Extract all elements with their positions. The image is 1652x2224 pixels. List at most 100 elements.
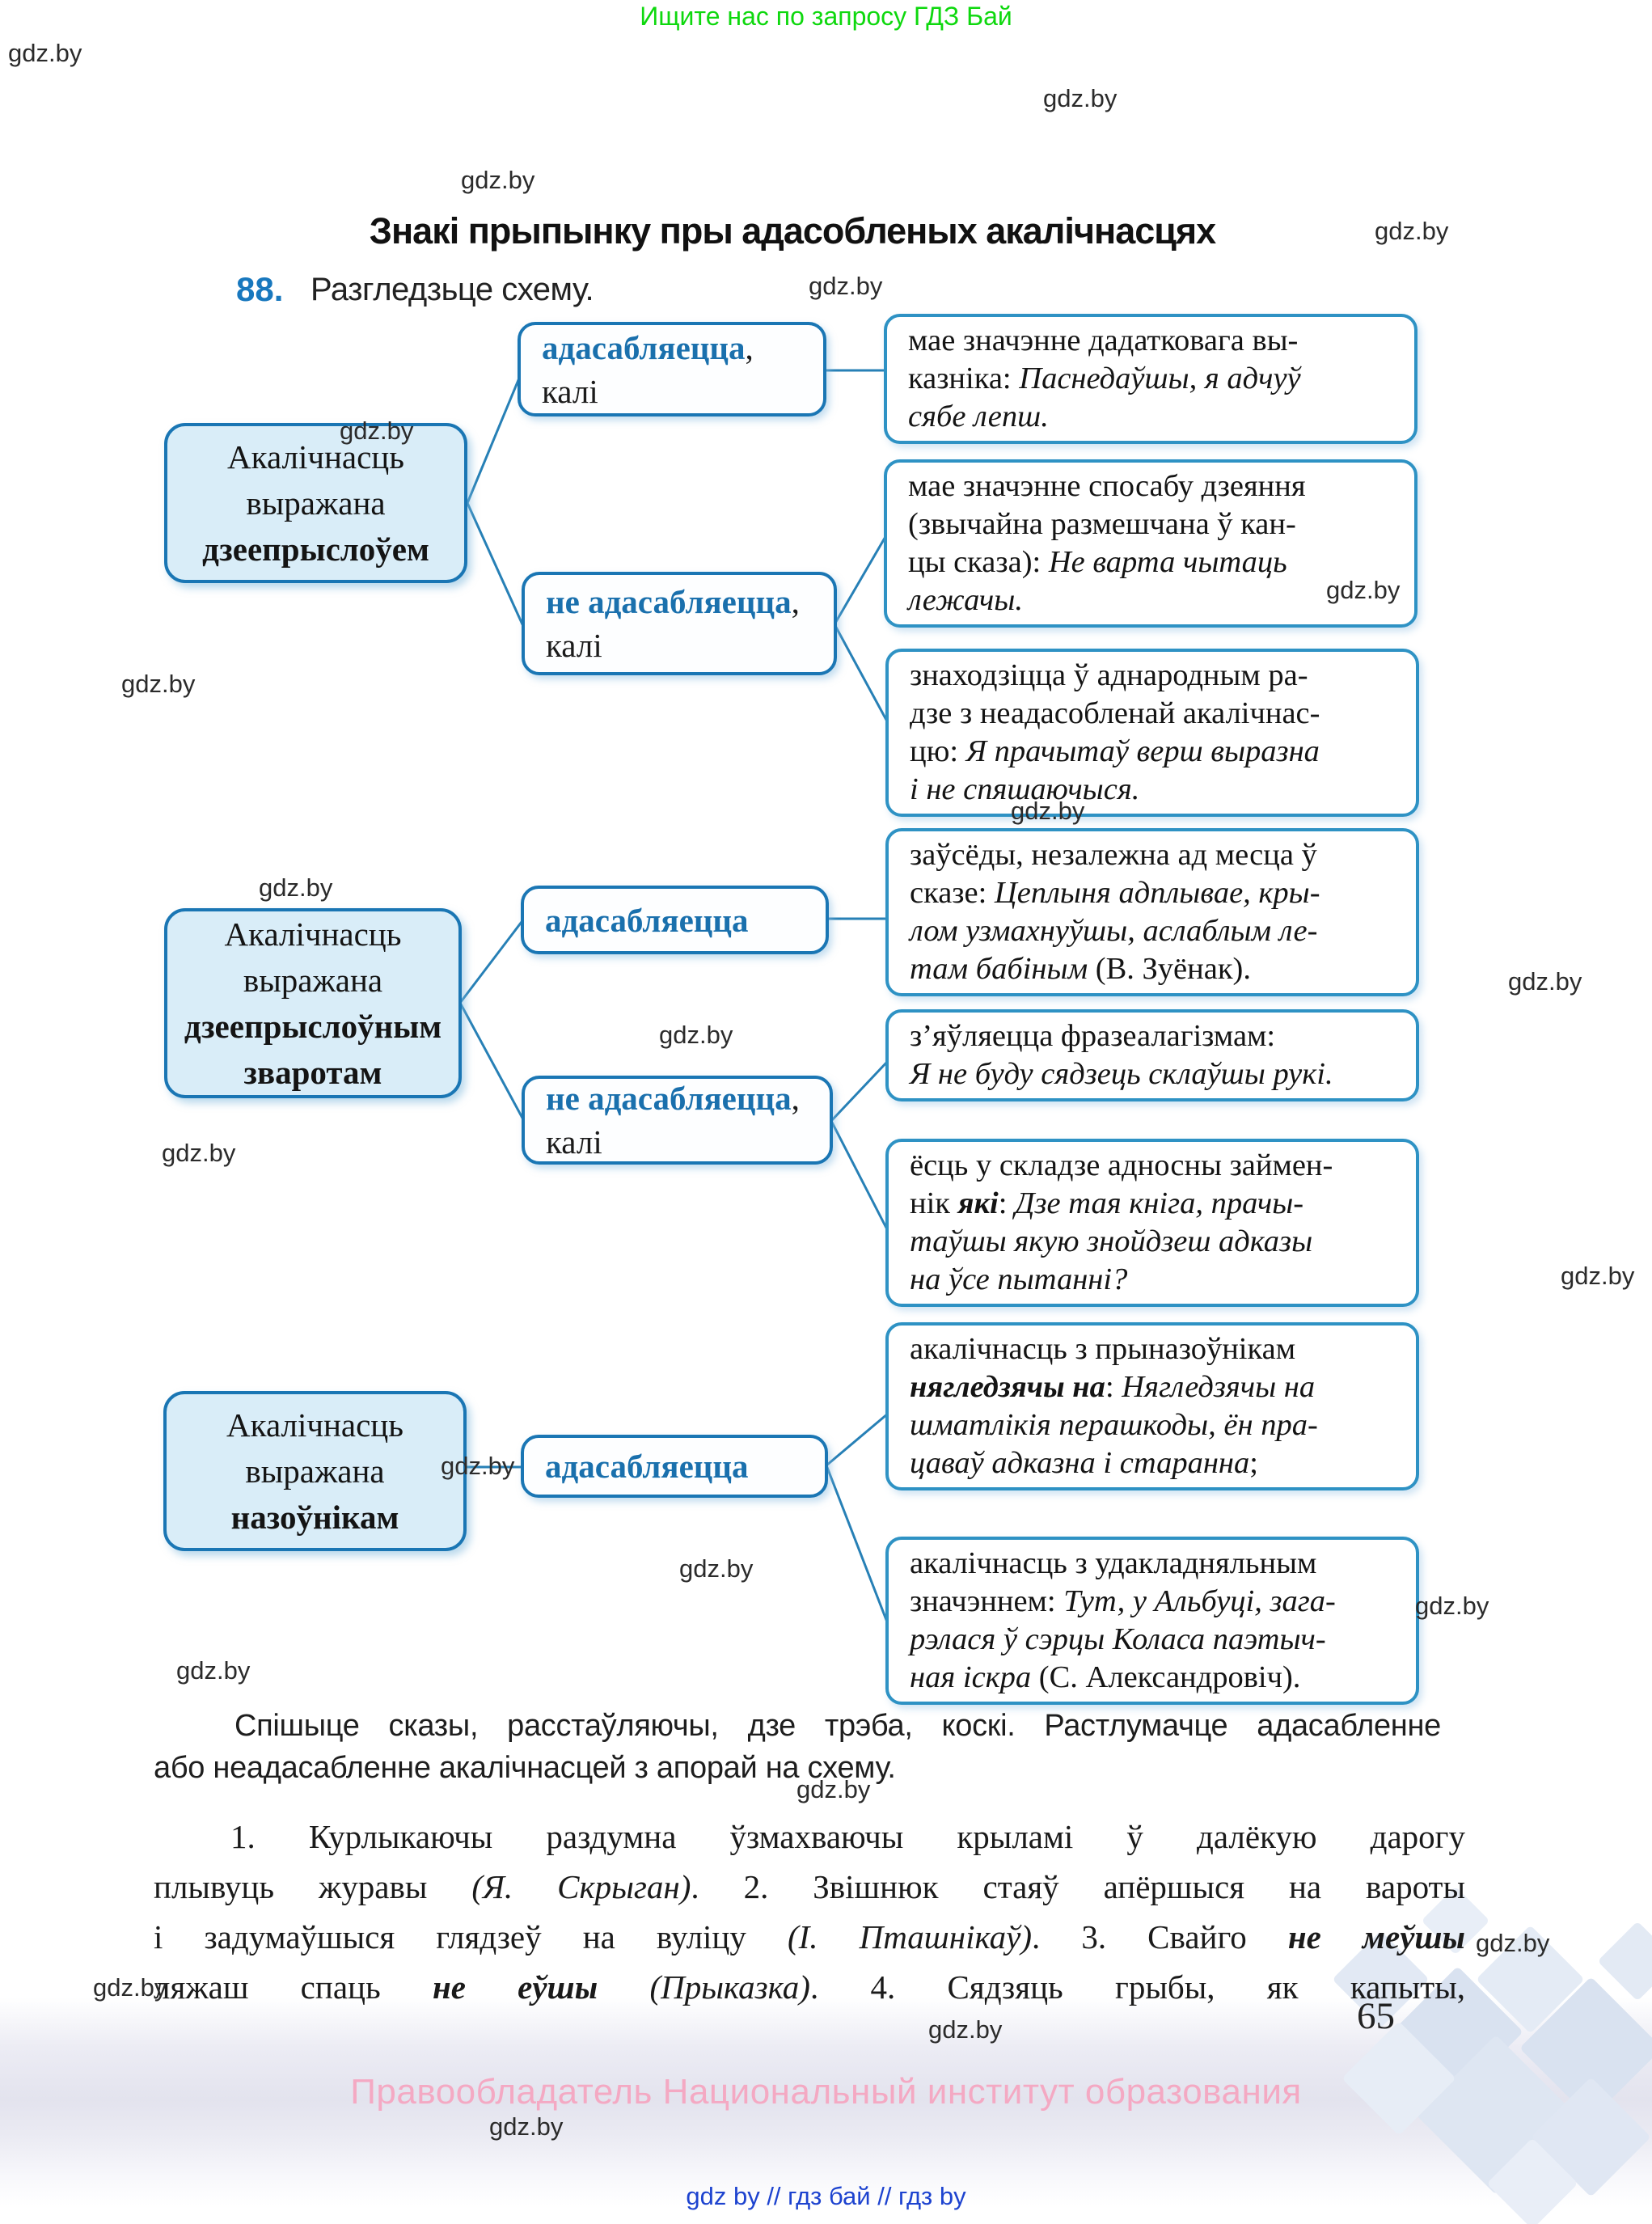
text-line: Акалічнасць xyxy=(226,1406,403,1444)
right-box-rule-4: заўсёды, незалежна ад месца ў сказе: Цепл… xyxy=(885,828,1419,996)
right-box-rule-5: з’яўляецца фразеалагізмам: Я не буду сядз… xyxy=(885,1009,1419,1101)
page-title: Знакі прыпынку пры адасобленых акалічнас… xyxy=(369,210,1216,252)
text-line: таўшы якую знойдзеш адказы xyxy=(910,1224,1313,1258)
text-line: на ўсе пытанні? xyxy=(910,1262,1128,1296)
exercise-number: 88. xyxy=(236,270,284,308)
text-line: шматлікія перашкоды, ён пра- xyxy=(910,1408,1318,1442)
exercise-sentences: 1. Курлыкаючы раздумна ўзмахваючы крылам… xyxy=(154,1812,1465,2012)
text-line: сябе лепш. xyxy=(908,400,1049,433)
text-line: нік які: Дзе тая кніга, прачы- xyxy=(910,1186,1304,1220)
text-line: выражана xyxy=(245,1452,385,1490)
text-line: там бабіным (В. Зуёнак). xyxy=(910,952,1251,986)
text-line: плывуць журавы (Я. Скрыган). 2. Звішнюк … xyxy=(154,1868,1465,1905)
exercise-task: Разгледзьце схему. xyxy=(311,272,594,307)
text-line: або неадасабленне акалічнасцей з апорай … xyxy=(154,1751,896,1785)
gdz-watermark: gdz.by xyxy=(441,1452,515,1480)
text-line: адасабляецца, xyxy=(542,328,754,366)
gdz-watermark: gdz.by xyxy=(121,670,196,698)
gdz-watermark: gdz.by xyxy=(1043,84,1118,112)
text-line: заўсёды, незалежна ад месца ў xyxy=(910,838,1317,872)
text-line: знаходзіцца ў аднародным ра- xyxy=(910,658,1308,692)
promo-banner: Ищите нас по запросу ГДЗ Бай xyxy=(640,2,1012,31)
text-line: цаваў адказна і старанна; xyxy=(910,1446,1258,1480)
right-box-rule-6: ёсць у складзе адносны займен-нік які: Д… xyxy=(885,1139,1419,1307)
left-box-participial-phrase: Акалічнасць выражана дзеепрыслоўным зварота… xyxy=(164,908,462,1098)
text-line: ная іскра (С. Александровіч). xyxy=(910,1660,1301,1694)
gdz-watermark: gdz.by xyxy=(1011,797,1085,825)
gdz-watermark: gdz.by xyxy=(162,1139,236,1167)
left-box-noun: Акалічнасць выражана назоўнікам xyxy=(163,1391,467,1551)
gdz-watermark: gdz.by xyxy=(176,1656,251,1685)
text-line: дзеепрыслоўем xyxy=(202,530,429,568)
text-line: адасабляецца xyxy=(545,1448,749,1485)
text-line: Акалічнасць xyxy=(227,438,404,476)
text-line: Я не буду сядзець склаўшы рукі. xyxy=(910,1057,1333,1091)
gdz-watermark: gdz.by xyxy=(489,2112,564,2141)
gdz-watermark: gdz.by xyxy=(928,2015,1003,2044)
mid-box-not-separated-2: не адасабляецца, калі xyxy=(522,1076,833,1165)
mid-box-separated-2: адасабляецца xyxy=(521,886,829,954)
text-line: сказе: Цеплыня адплывае, кры- xyxy=(910,876,1320,910)
text-line: Спішыце сказы, расстаўляючы, дзе трэба, … xyxy=(234,1709,1441,1743)
connector-line xyxy=(825,1464,889,1626)
text-line: дзеепрыслоўным xyxy=(184,1007,442,1045)
text-line: зваротам xyxy=(243,1053,382,1091)
gdz-watermark: gdz.by xyxy=(1561,1262,1635,1290)
text-line: назоўнікам xyxy=(230,1498,399,1536)
text-line: не адасабляецца, xyxy=(546,583,800,620)
text-line: акалічнасць з удакладняльным xyxy=(910,1546,1317,1580)
right-box-rule-3: знаходзіцца ў аднародным ра-дзе з неадас… xyxy=(885,649,1419,817)
text-line: калі xyxy=(542,372,598,410)
gdz-watermark: gdz.by xyxy=(340,416,414,445)
text-line: Акалічнасць xyxy=(224,915,402,953)
exercise-instruction: Спішыце сказы, расстаўляючы, дзе трэба, … xyxy=(154,1705,1441,1789)
text-line: цы сказа): Не варта чытаць xyxy=(908,545,1287,579)
text-line: і не спяшаючыся. xyxy=(910,772,1140,806)
text-line: мае значэнне спосабу дзеяння xyxy=(908,469,1306,503)
connector-line xyxy=(830,1059,889,1123)
gdz-watermark: gdz.by xyxy=(809,272,883,300)
right-box-rule-8: акалічнасць з удакладняльным значэннем: Т… xyxy=(885,1537,1419,1705)
text-line: з’яўляецца фразеалагізмам: xyxy=(910,1019,1276,1053)
text-line: ёсць у складзе адносны займен- xyxy=(910,1148,1333,1182)
connector-line xyxy=(458,1001,526,1123)
copyright-notice: Правообладатель Национальный институт об… xyxy=(350,2072,1302,2112)
text-line: значэннем: Тут, у Альбуці, зага- xyxy=(910,1584,1336,1618)
text-line: адасабляецца xyxy=(545,901,749,939)
connector-line xyxy=(833,534,888,626)
gdz-watermark: gdz.by xyxy=(1508,967,1582,996)
gdz-watermark: gdz.by xyxy=(93,1973,167,2002)
text-line: лом узмахнуўшы, аслаблым ле- xyxy=(910,914,1318,948)
left-box-adverbial-participle: Акалічнасць выражана дзеепрыслоўем xyxy=(164,423,467,583)
mid-box-separated-3: адасабляецца xyxy=(521,1435,828,1498)
gdz-watermark: gdz.by xyxy=(796,1775,871,1803)
text-line: лежачы. xyxy=(908,583,1023,617)
text-line: выражана xyxy=(243,961,383,999)
footer-links[interactable]: gdz by // гдз бай // гдз by xyxy=(686,2182,966,2210)
connector-line xyxy=(458,917,526,1004)
mid-box-separated-1: адасабляецца, калі xyxy=(518,322,826,416)
right-box-rule-1: мае значэнне дадатковага вы-казніка: Пас… xyxy=(884,314,1418,444)
text-line: калі xyxy=(546,1123,602,1161)
connector-line xyxy=(466,369,524,505)
gdz-watermark: gdz.by xyxy=(1326,576,1401,604)
connector-line xyxy=(825,1412,889,1467)
gdz-watermark: gdz.by xyxy=(659,1021,733,1049)
text-line: нягледзячы на: Нягледзячы на xyxy=(910,1370,1316,1404)
text-line: мае значэнне дадатковага вы- xyxy=(908,323,1299,357)
gdz-watermark: gdz.by xyxy=(259,873,333,902)
right-box-rule-2: мае значэнне спосабу дзеяння (звычайна ра… xyxy=(884,459,1418,628)
mid-box-not-separated-1: не адасабляецца,калі xyxy=(522,572,837,675)
text-line: дзе з неадасобленай акалічнас- xyxy=(910,696,1320,730)
text-line: акалічнасць з прыназоўнікам xyxy=(910,1332,1296,1366)
diamond-shape xyxy=(1597,1921,1652,2002)
text-line: (звычайна размешчана ў кан- xyxy=(908,507,1296,541)
connector-line xyxy=(833,623,888,721)
gdz-watermark: gdz.by xyxy=(8,39,82,67)
right-box-rule-7: акалічнасць з прыназоўнікам нягледзячы на… xyxy=(885,1322,1419,1490)
text-line: выражана xyxy=(246,484,386,522)
text-line: 1. Курлыкаючы раздумна ўзмахваючы крылам… xyxy=(230,1818,1465,1855)
gdz-watermark: gdz.by xyxy=(679,1554,754,1583)
text-line: не адасабляецца, xyxy=(546,1080,800,1117)
text-line: цю: Я прачытаў верш выразна xyxy=(910,734,1320,768)
